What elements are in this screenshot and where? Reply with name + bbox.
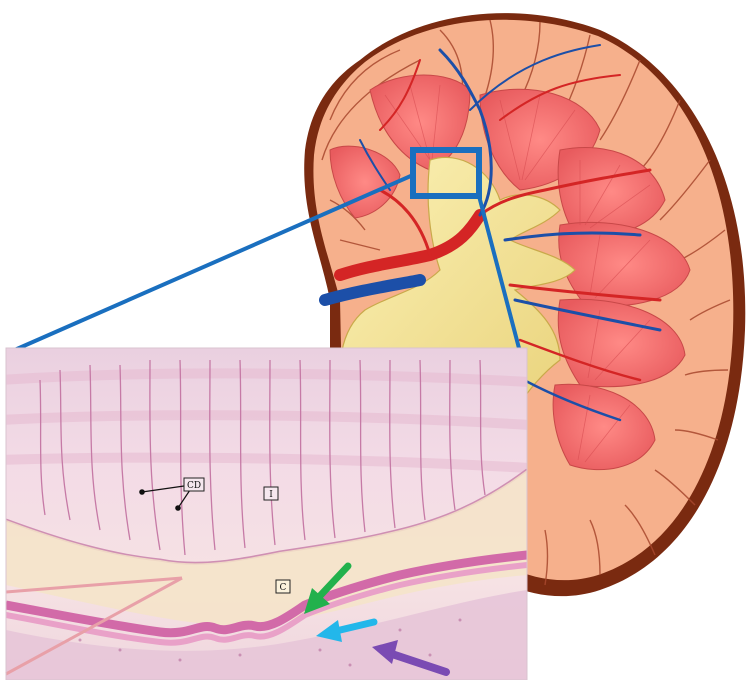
label-cd-text: CD bbox=[187, 481, 201, 491]
label-c: C bbox=[276, 580, 290, 593]
label-cd: CD bbox=[184, 478, 204, 491]
histology-inset bbox=[0, 348, 530, 680]
label-c-text: C bbox=[280, 583, 287, 593]
label-i-text: I bbox=[269, 490, 273, 500]
label-i: I bbox=[264, 487, 278, 500]
